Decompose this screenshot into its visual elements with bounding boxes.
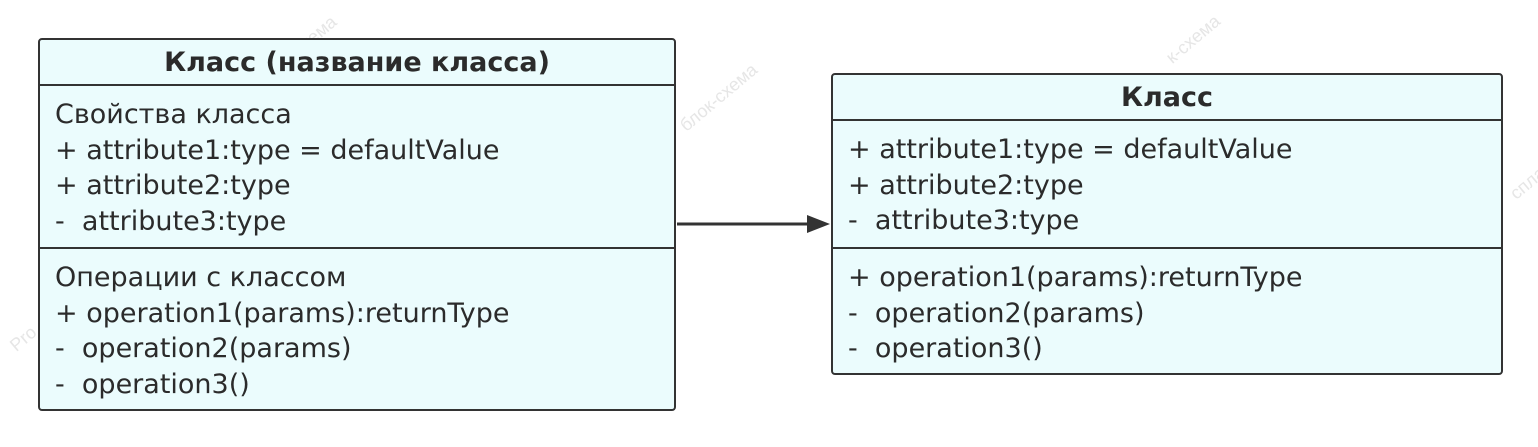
- property-line: - attribute3:type: [848, 205, 1080, 236]
- operation-line: + operation1(params):returnType: [848, 262, 1303, 293]
- uml-class-box[interactable]: Класс (название класса) Свойства класса …: [38, 38, 676, 411]
- property-line: + attribute1:type = defaultValue: [55, 134, 500, 166]
- class-operations-section: + operation1(params):returnType - operat…: [833, 249, 1501, 367]
- arrowhead-icon: [807, 215, 830, 233]
- class-operations-section: Операции с классом + operation1(params):…: [40, 249, 674, 402]
- property-line: - attribute3:type: [55, 205, 287, 237]
- class-properties-section: Свойства класса + attribute1:type = defa…: [40, 86, 674, 249]
- operation-line: - operation2(params): [55, 333, 352, 364]
- property-line: + attribute1:type = defaultValue: [848, 134, 1293, 165]
- operation-line: Операции с классом: [55, 262, 347, 293]
- property-line: + attribute2:type: [848, 169, 1084, 201]
- operation-line: - operation3(): [848, 333, 1043, 364]
- operation-line: + operation1(params):returnType: [55, 297, 510, 329]
- uml-class-box[interactable]: Класс + attribute1:type = defaultValue +…: [831, 73, 1503, 375]
- class-title: Класс (название класса): [40, 40, 674, 86]
- operation-line: - operation3(): [55, 368, 250, 400]
- property-line: + attribute2:type: [55, 170, 291, 201]
- property-line: Свойства класса: [55, 99, 292, 130]
- class-properties-section: + attribute1:type = defaultValue + attri…: [833, 121, 1501, 249]
- class-title: Класс: [833, 75, 1501, 121]
- operation-line: - operation2(params): [848, 297, 1145, 329]
